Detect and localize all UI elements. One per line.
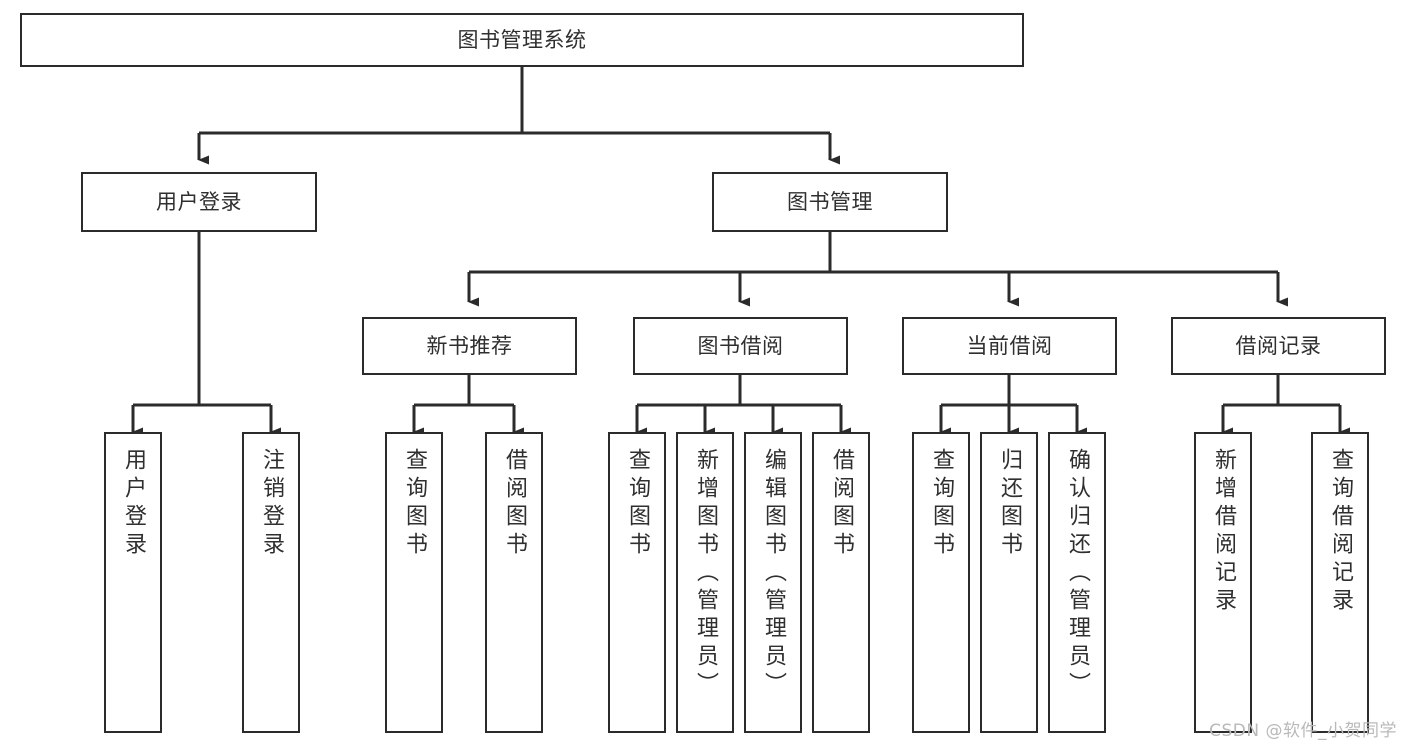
- node-label: 查询借阅记录: [1328, 448, 1353, 616]
- node-label: 图书管理系统: [457, 27, 587, 52]
- leaf-node-confirm-return-admin[interactable]: 确认归还（管理员）: [1048, 432, 1106, 733]
- node-book-borrowing[interactable]: 图书借阅: [633, 317, 848, 375]
- node-user-login[interactable]: 用户登录: [81, 172, 317, 232]
- node-label: 查询图书: [625, 448, 650, 560]
- leaf-node-add-book-admin[interactable]: 新增图书（管理员）: [676, 432, 734, 733]
- node-label: 查询图书: [929, 448, 954, 560]
- leaf-node-query-book-current[interactable]: 查询图书: [912, 432, 970, 733]
- edges-book-manage-to-level-2: [467, 232, 1288, 307]
- node-label: 新增图书（管理员）: [693, 448, 718, 700]
- leaf-node-borrow-book-recommend[interactable]: 借阅图书: [485, 432, 543, 733]
- node-label: 确认归还（管理员）: [1065, 448, 1090, 700]
- node-label: 注销登录: [259, 448, 284, 560]
- leaf-node-user-login[interactable]: 用户登录: [104, 432, 162, 733]
- node-label: 借阅记录: [1235, 333, 1322, 358]
- leaf-node-borrow-book[interactable]: 借阅图书: [812, 432, 870, 733]
- edges-new-book-to-leaves: [412, 375, 524, 437]
- node-new-book-recommendation[interactable]: 新书推荐: [362, 317, 577, 375]
- node-label: 图书借阅: [697, 333, 784, 358]
- node-label: 用户登录: [121, 448, 146, 560]
- node-label: 用户登录: [156, 189, 242, 214]
- leaf-node-return-book[interactable]: 归还图书: [980, 432, 1038, 733]
- node-borrowing-record[interactable]: 借阅记录: [1171, 317, 1386, 375]
- node-label: 新增借阅记录: [1211, 448, 1236, 616]
- csdn-watermark: CSDN @软件_小贺同学: [1209, 721, 1397, 741]
- edges-level-0-to-1: [197, 67, 840, 165]
- leaf-node-query-borrow-record[interactable]: 查询借阅记录: [1311, 432, 1369, 733]
- edges-book-borrow-to-leaves: [635, 375, 851, 437]
- edges-borrow-record-to-leaves: [1221, 375, 1350, 437]
- leaf-node-query-book-recommend[interactable]: 查询图书: [385, 432, 443, 733]
- leaf-node-edit-book-admin[interactable]: 编辑图书（管理员）: [744, 432, 802, 733]
- edges-current-borrow-to-leaves: [939, 375, 1087, 437]
- node-label: 编辑图书（管理员）: [761, 448, 786, 700]
- node-current-borrowing[interactable]: 当前借阅: [902, 317, 1117, 375]
- node-label: 图书管理: [787, 189, 873, 214]
- node-label: 借阅图书: [502, 448, 527, 560]
- leaf-node-add-borrow-record[interactable]: 新增借阅记录: [1194, 432, 1252, 733]
- node-label: 借阅图书: [829, 448, 854, 560]
- node-label: 新书推荐: [426, 333, 513, 358]
- node-label: 查询图书: [402, 448, 427, 560]
- leaf-node-logout[interactable]: 注销登录: [242, 432, 300, 733]
- node-book-management[interactable]: 图书管理: [712, 172, 948, 232]
- node-root-book-management-system[interactable]: 图书管理系统: [20, 13, 1024, 67]
- node-label: 当前借阅: [966, 333, 1053, 358]
- leaf-node-query-book-borrow[interactable]: 查询图书: [608, 432, 666, 733]
- node-label: 归还图书: [997, 448, 1022, 560]
- edges-user-login-to-leaves: [131, 232, 281, 437]
